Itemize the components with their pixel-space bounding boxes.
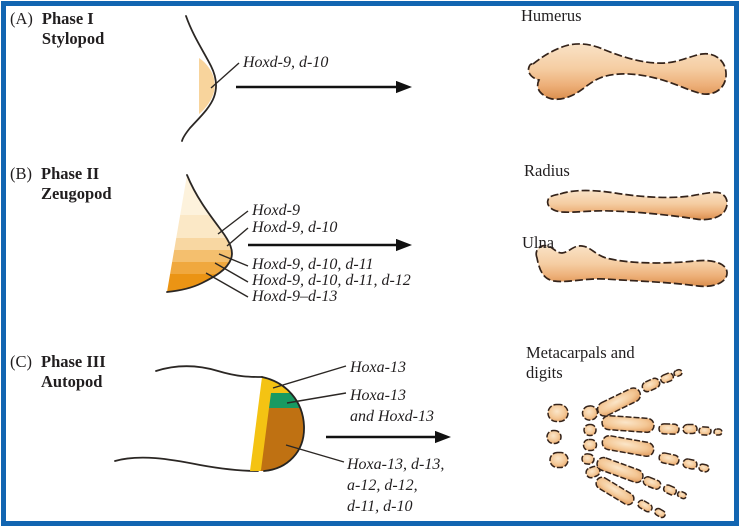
radius-bone-drawing: [546, 189, 728, 221]
humerus-label: Humerus: [521, 6, 582, 25]
gene-label-b1: Hoxd-9: [252, 202, 300, 219]
hand-bone: [637, 499, 653, 513]
gene-label-b5: Hoxd-9–d-13: [252, 288, 338, 305]
hand-bone: [641, 377, 661, 393]
gene-label-b3: Hoxd-9, d-10, d-11: [252, 256, 374, 273]
hand-bone: [654, 507, 666, 519]
gene-label-b2: Hoxd-9, d-10: [252, 219, 338, 236]
gene-label-c3: Hoxa-13, d-13, a-12, d-12, d-11, d-10: [347, 454, 444, 517]
ulna-bone-drawing: [535, 244, 728, 288]
hand-bone: [658, 423, 680, 435]
panel-b-header: (B) Phase II Zeugopod: [10, 164, 112, 204]
hand-bone: [596, 387, 642, 417]
zeugopod-bud-drawing: [166, 174, 249, 298]
panel-b-phase: Phase II: [41, 164, 100, 183]
metacarpals-label-line1: Metacarpals and: [526, 343, 635, 362]
gene-label-c2: Hoxa-13 and Hoxd-13: [350, 385, 434, 427]
hand-bone: [659, 372, 675, 384]
hand-bone: [682, 458, 698, 470]
gene-label-c3-line2: a-12, d-12,: [347, 477, 418, 494]
hand-bone: [595, 476, 635, 506]
hand-bone: [658, 452, 680, 466]
panel-a-phase: Phase I: [41, 9, 94, 28]
hand-bone: [583, 423, 597, 437]
hand-bone: [601, 434, 655, 458]
pointer-line: [210, 62, 240, 89]
gene-label-c2-line2: and Hoxd-13: [350, 408, 434, 425]
panel-b-tag: (B): [10, 164, 32, 183]
pointer-lines: [272, 365, 347, 463]
panel-c-structure: Autopod: [41, 372, 103, 391]
gene-label-c3-line3: d-11, d-10: [347, 498, 413, 515]
panel-a-tag: (A): [10, 9, 33, 28]
stylopod-bud-drawing: [181, 15, 240, 142]
gene-label-b4: Hoxd-9, d-10, d-11, d-12: [252, 272, 411, 289]
hand-bone: [601, 414, 655, 434]
hand-bone: [546, 429, 562, 445]
hand-bone: [698, 463, 710, 473]
hand-bone: [581, 405, 599, 421]
radius-label: Radius: [524, 161, 570, 180]
panel-c-phase: Phase III: [41, 352, 106, 371]
autopod-limb-drawing: [114, 365, 347, 472]
panel-c-header: (C) Phase III Autopod: [10, 352, 106, 392]
hand-bone: [682, 423, 698, 435]
hand-bone: [698, 426, 712, 436]
hand-skeleton-drawing: [546, 368, 723, 519]
hoxd-expression-gradient-bands: [167, 175, 232, 292]
hand-bone: [581, 453, 595, 465]
pointer-lines: [205, 210, 249, 298]
gene-label-c1: Hoxa-13: [350, 359, 406, 376]
gene-label-a1: Hoxd-9, d-10: [243, 54, 329, 71]
panel-a-header: (A) Phase I Stylopod: [10, 9, 104, 49]
ulna-label: Ulna: [522, 233, 555, 252]
hoxd9-d10-expression-zone: [199, 58, 215, 114]
hand-bone: [676, 490, 688, 500]
hand-bone: [642, 476, 662, 490]
gene-label-c3-line1: Hoxa-13, d-13,: [347, 456, 445, 473]
metacarpals-digits-label: Metacarpals and digits: [526, 343, 635, 383]
hand-bone: [713, 428, 723, 436]
hand-bone: [662, 484, 678, 496]
panel-c-tag: (C): [10, 352, 32, 371]
panel-a-structure: Stylopod: [41, 29, 105, 48]
metacarpals-label-line2: digits: [526, 363, 563, 382]
hand-bone: [549, 451, 569, 469]
gene-label-c2-line1: Hoxa-13: [350, 387, 406, 404]
panel-b-structure: Zeugopod: [41, 184, 112, 203]
hand-bone: [596, 456, 644, 484]
hand-bone: [582, 438, 598, 452]
humerus-bone-drawing: [527, 43, 727, 101]
hand-bone: [547, 403, 569, 423]
hand-bone: [673, 368, 683, 378]
